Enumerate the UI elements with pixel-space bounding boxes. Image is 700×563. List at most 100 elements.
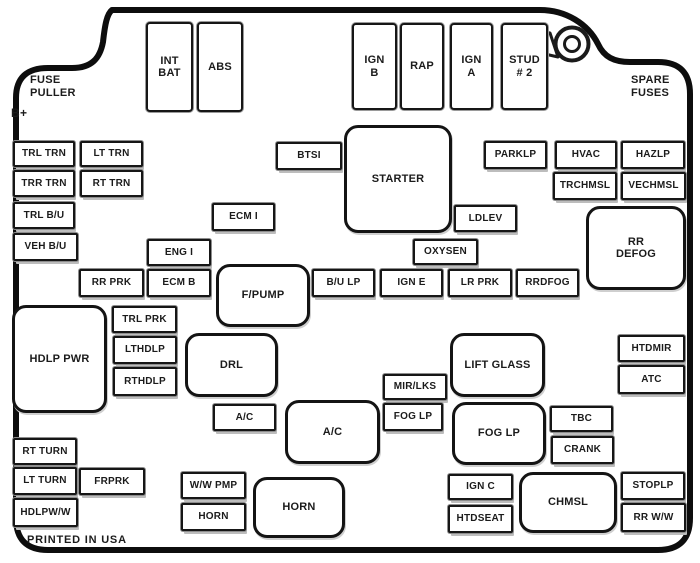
fuse-label: IGN A <box>461 54 482 79</box>
fuse-trl-trn: TRL TRN <box>13 141 75 167</box>
fuse-rrdfog: RRDFOG <box>516 269 579 297</box>
fuse-ww-pmp: W/W PMP <box>181 472 246 499</box>
fuse-parklp: PARKLP <box>484 141 547 169</box>
fuse-htdseat: HTDSEAT <box>448 505 513 533</box>
fuse-label: TRL PRK <box>122 313 167 325</box>
fuse-label: ECM I <box>229 211 258 223</box>
fuse-label: HTDMIR <box>631 342 672 354</box>
fuse-label: VECHMSL <box>628 180 679 192</box>
spare-fuses-label: SPARE FUSES <box>631 74 670 99</box>
fuse-trr-trn: TRR TRN <box>13 170 75 197</box>
b-plus-label: B+ <box>11 106 28 120</box>
fuse-ign-e: IGN E <box>380 269 443 297</box>
stud-ring-inner-icon <box>563 35 581 53</box>
fuse-label: IGN C <box>466 481 495 493</box>
fuse-vechmsl: VECHMSL <box>621 172 686 200</box>
fuse-lr-prk: LR PRK <box>448 269 512 297</box>
fuse-f-pump: F/PUMP <box>216 264 310 327</box>
fuse-label: TRCHMSL <box>559 180 611 192</box>
fuse-bu-lp: B/U LP <box>312 269 375 297</box>
fuse-label: HVAC <box>571 149 601 161</box>
fuse-label: TRL TRN <box>22 148 66 160</box>
fuse-label: VEH B/U <box>24 241 67 253</box>
fuse-label: ATC <box>641 373 662 385</box>
fuse-label: LR PRK <box>460 277 500 289</box>
fuse-trl-bu: TRL B/U <box>13 202 75 229</box>
fuse-label: HTDSEAT <box>456 513 505 525</box>
fuse-hdlpww: HDLPW/W <box>13 498 78 527</box>
fuse-eng-i: ENG I <box>147 239 211 266</box>
fuse-veh-bu: VEH B/U <box>13 233 78 261</box>
fuse-horn-small: HORN <box>181 503 246 531</box>
fuse-label: DRL <box>219 358 244 371</box>
fuse-label: STUD # 2 <box>509 54 540 79</box>
fuse-label: TRR TRN <box>21 177 67 189</box>
fuse-ign-a: IGN A <box>450 23 493 110</box>
fuse-label: BTSI <box>297 150 321 162</box>
fuse-rthdlp: RTHDLP <box>113 367 177 396</box>
fuse-rr-prk: RR PRK <box>79 269 144 297</box>
fuse-fog-lp-sm: FOG LP <box>383 403 443 431</box>
fuse-label: CHMSL <box>547 496 589 509</box>
fuse-lt-turn: LT TURN <box>13 467 77 495</box>
fuse-label: ABS <box>208 60 232 73</box>
fuse-label: STOPLP <box>632 480 674 492</box>
fuse-tbc: TBC <box>550 406 613 432</box>
fuse-hdlp-pwr: HDLP PWR <box>12 305 107 413</box>
fuse-label: LIFT GLASS <box>464 358 531 371</box>
fuse-label: RR DEFOG <box>615 235 657 260</box>
fuse-label: IGN E <box>397 277 426 289</box>
fuse-label: TBC <box>570 413 593 425</box>
fuse-label: IGN B <box>364 54 385 79</box>
fuse-label: W/W PMP <box>189 479 238 491</box>
fuse-trl-prk: TRL PRK <box>112 306 177 333</box>
fuse-label: HAZLP <box>635 149 671 161</box>
fuse-label: RTHDLP <box>124 375 166 387</box>
fuse-label: OXYSEN <box>424 246 467 258</box>
fuse-label: RRDFOG <box>525 277 570 289</box>
printed-in-usa-label: PRINTED IN USA <box>27 534 127 546</box>
fuse-label: B/U LP <box>326 277 361 289</box>
fuse-label: RAP <box>410 60 434 73</box>
fuse-ign-b: IGN B <box>352 23 397 110</box>
fuse-label: STARTER <box>371 172 425 185</box>
fuse-ign-c: IGN C <box>448 474 513 500</box>
fuse-rr-ww: RR W/W <box>621 503 686 532</box>
fuse-label: RR W/W <box>633 511 674 523</box>
fuse-label: A/C <box>235 411 254 423</box>
fuse-fog-lp-big: FOG LP <box>452 402 546 465</box>
fuse-label: HDLPW/W <box>20 506 71 518</box>
fuse-ac-small: A/C <box>213 404 276 431</box>
fuse-label: HORN <box>282 501 316 514</box>
fuse-ac-big: A/C <box>285 400 380 464</box>
fuse-lift-glass: LIFT GLASS <box>450 333 545 397</box>
fuse-label: RT TRN <box>92 177 131 189</box>
fuse-int-bat: INT BAT <box>146 22 193 112</box>
fuse-rt-turn: RT TURN <box>13 438 77 465</box>
fuse-label: LDLEV <box>468 212 503 224</box>
fuse-label: HORN <box>198 511 229 523</box>
fuse-ecm-i: ECM I <box>212 203 275 231</box>
fuse-label: RR PRK <box>91 277 132 289</box>
fuse-label: FOG LP <box>393 411 433 423</box>
fuse-label: ENG I <box>164 246 194 258</box>
fuse-crank: CRANK <box>551 436 614 464</box>
fuse-mir-lks: MIR/LKS <box>383 374 447 400</box>
fuse-label: RT TURN <box>22 445 68 457</box>
fuse-rap: RAP <box>400 23 444 110</box>
fuse-stud-2: STUD # 2 <box>501 23 548 110</box>
fuse-abs: ABS <box>197 22 243 112</box>
fuse-stoplp: STOPLP <box>621 472 685 500</box>
fuse-label: A/C <box>322 425 343 438</box>
fuse-label: FRPRK <box>94 475 130 487</box>
fuse-hvac: HVAC <box>555 141 617 169</box>
fuse-oxysen: OXYSEN <box>413 239 478 265</box>
fuse-drl: DRL <box>185 333 278 397</box>
fuse-horn-big: HORN <box>253 477 345 538</box>
fuse-label: LTHDLP <box>125 344 165 356</box>
fuse-chmsl: CHMSL <box>519 472 617 533</box>
fuse-label: LT TURN <box>23 475 67 487</box>
fuse-label: HDLP PWR <box>29 352 90 365</box>
fuse-lt-trn: LT TRN <box>80 141 143 167</box>
